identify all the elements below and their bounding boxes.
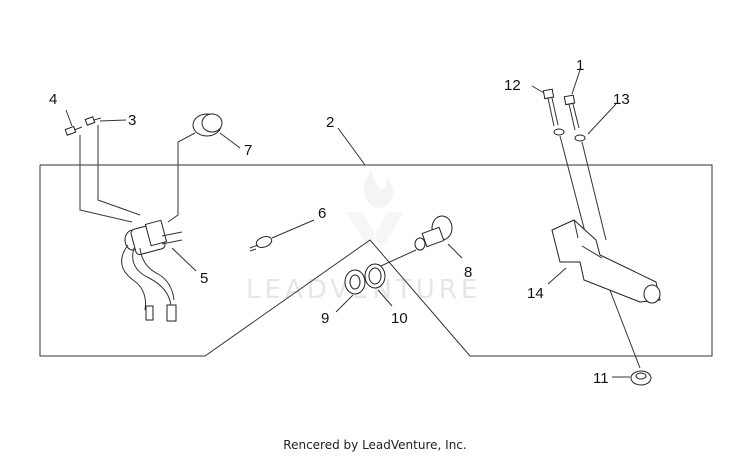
knob-part-8 [414, 215, 453, 251]
callout-10: 10 [391, 310, 408, 327]
panel-outline [39, 164, 713, 357]
bolt-part-12 [542, 88, 559, 127]
callout-8: 8 [464, 264, 472, 281]
callout-12: 12 [504, 77, 521, 94]
callout-7: 7 [244, 142, 252, 159]
bolt-part-1 [563, 94, 580, 131]
callout-5: 5 [200, 270, 208, 287]
ignition-switch-part-5 [121, 219, 183, 322]
rendered-by-footer: Rencered by LeadVenture, Inc. [283, 438, 467, 452]
screw-part-3 [84, 116, 102, 126]
nut-part-11 [630, 370, 652, 386]
callout-11: 11 [593, 370, 609, 387]
washer-part-10 [364, 263, 386, 289]
callout-6: 6 [318, 205, 326, 222]
watermark-logo [346, 170, 404, 248]
callout-2: 2 [326, 114, 334, 131]
bracket-part-14 [551, 219, 661, 304]
washer-part-12 [553, 128, 565, 136]
screw-part-4 [64, 125, 83, 136]
callout-13: 13 [613, 91, 630, 108]
grommet-part-7 [192, 113, 223, 137]
nut-part-9 [344, 269, 366, 295]
callout-4: 4 [49, 91, 57, 108]
callout-9: 9 [321, 310, 329, 327]
callout-1: 1 [576, 57, 584, 74]
key-part-6 [249, 236, 273, 252]
washer-part-13 [574, 134, 586, 142]
callout-14: 14 [527, 285, 544, 302]
callout-3: 3 [128, 112, 136, 129]
